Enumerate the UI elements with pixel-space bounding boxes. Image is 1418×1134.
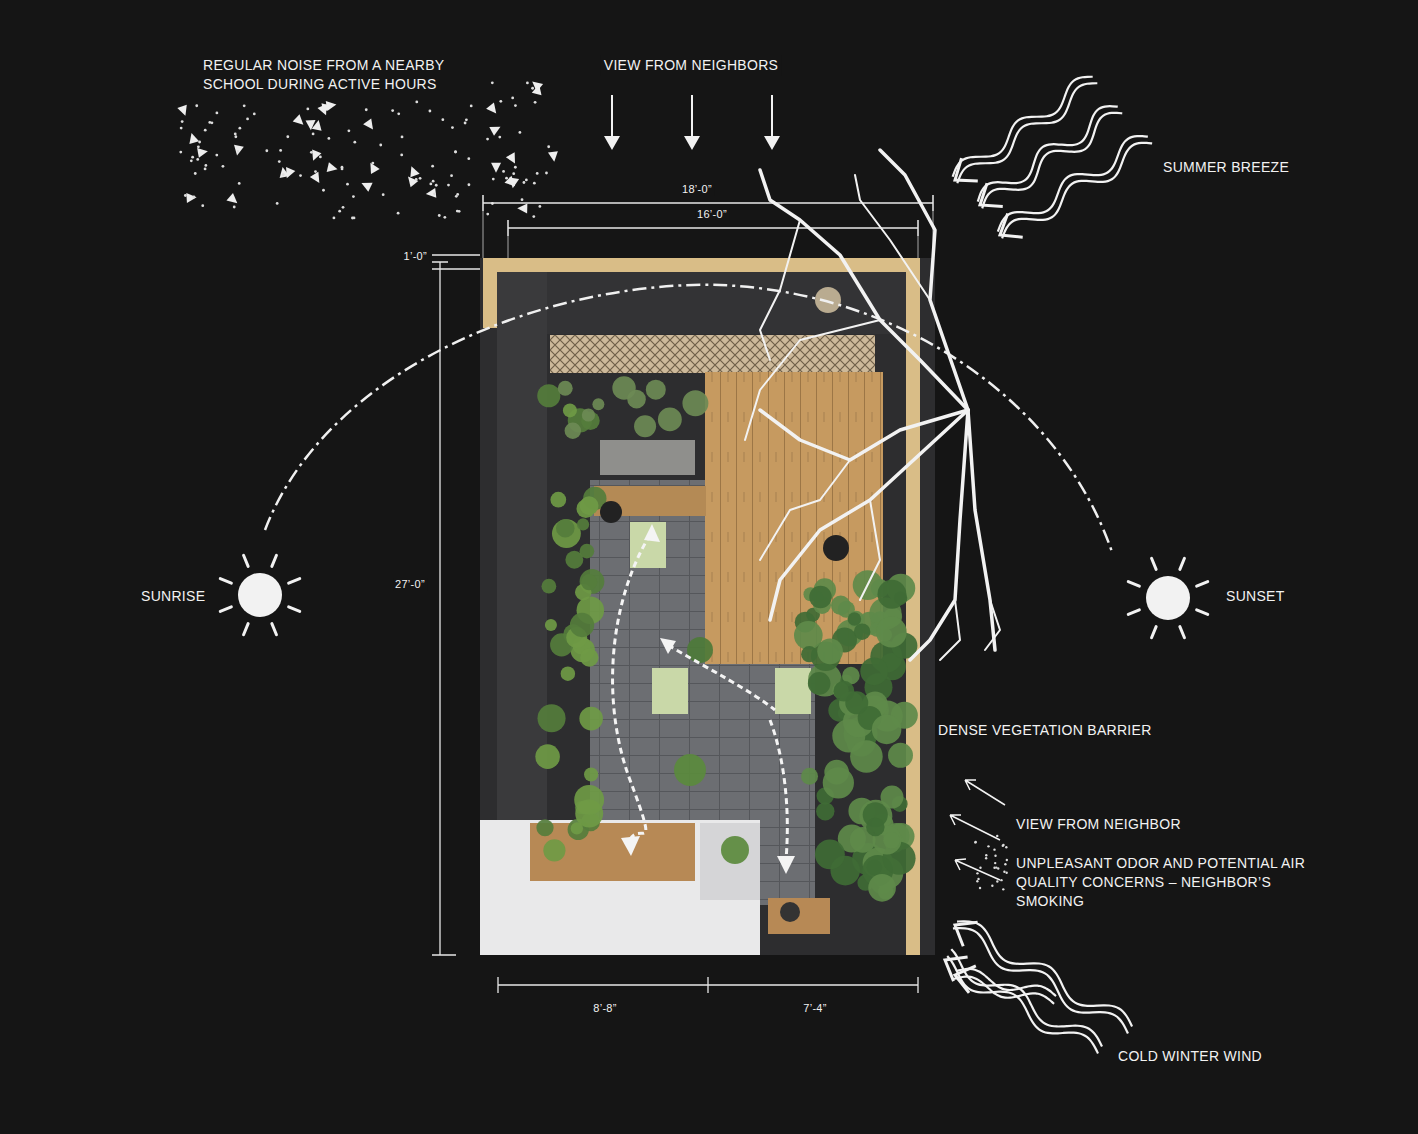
neighbor-view-arrows xyxy=(950,780,1005,880)
dimension-label: 16’-0” xyxy=(695,208,729,221)
site-note: SUNSET xyxy=(1223,586,1288,607)
site-plan-model xyxy=(480,258,935,955)
dimension-label: 8’-8” xyxy=(591,1002,619,1015)
dimension-lines xyxy=(432,195,933,993)
site-note: UNPLEASANT ODOR AND POTENTIAL AIR QUALIT… xyxy=(1013,853,1319,912)
circulation-arrows xyxy=(613,535,788,860)
noise-symbols xyxy=(177,78,559,220)
site-note: VIEW FROM NEIGHBORS xyxy=(601,55,782,76)
dimension-label: 27’-0” xyxy=(393,578,427,591)
circulation-arrowheads xyxy=(621,524,795,874)
sun-path xyxy=(265,285,1112,552)
site-note: COLD WINTER WIND xyxy=(1115,1046,1265,1067)
site-note: VIEW FROM NEIGHBOR xyxy=(1013,814,1184,835)
site-note: REGULAR NOISE FROM A NEARBY SCHOOL DURIN… xyxy=(200,55,484,95)
odor-dots xyxy=(974,835,1008,891)
site-note: SUMMER BREEZE xyxy=(1160,157,1292,178)
sun-symbols xyxy=(220,555,1207,637)
dimension-label: 1’-0” xyxy=(401,250,429,263)
dimension-label: 7’-4” xyxy=(801,1002,829,1015)
view-arrows xyxy=(604,95,780,150)
site-note: DENSE VEGETATION BARRIER xyxy=(935,720,1155,741)
dimension-label: 18’-0” xyxy=(680,183,714,196)
tree-branches xyxy=(745,150,1000,660)
site-note: SUNRISE xyxy=(138,586,208,607)
